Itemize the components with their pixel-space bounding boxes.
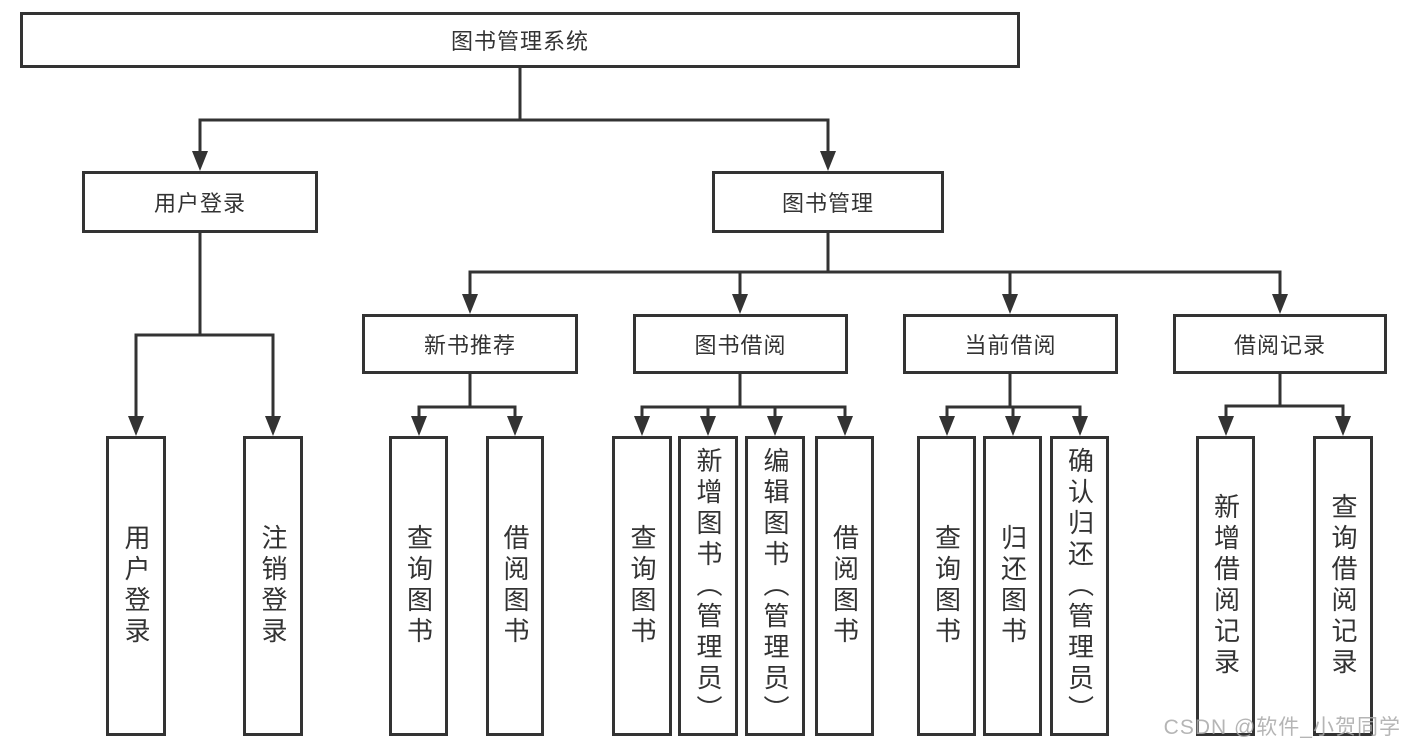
leaf-add-borrow-record: 新增借阅记录 bbox=[1196, 436, 1255, 736]
node-label: 注销登录 bbox=[258, 524, 288, 648]
node-current-borrow: 当前借阅 bbox=[903, 314, 1118, 374]
node-label: 用户登录 bbox=[121, 524, 151, 648]
node-label: 确认归还（管理员） bbox=[1064, 446, 1095, 726]
node-label: 新增图书（管理员） bbox=[693, 446, 723, 726]
node-label: 归还图书 bbox=[997, 524, 1028, 648]
node-book-borrow: 图书借阅 bbox=[633, 314, 848, 374]
leaf-query-books-borrow: 查询图书 bbox=[612, 436, 672, 736]
node-label: 查询图书 bbox=[931, 524, 962, 648]
node-label: 查询图书 bbox=[403, 524, 434, 648]
node-root-book-management-system: 图书管理系统 bbox=[20, 12, 1020, 68]
node-borrow-records: 借阅记录 bbox=[1173, 314, 1387, 374]
node-user-login-branch: 用户登录 bbox=[82, 171, 318, 233]
leaf-user-login: 用户登录 bbox=[106, 436, 166, 736]
node-label: 新增借阅记录 bbox=[1210, 493, 1241, 679]
node-label: 图书管理系统 bbox=[450, 29, 589, 54]
node-label: 借阅图书 bbox=[829, 524, 860, 648]
node-label: 查询图书 bbox=[627, 524, 657, 648]
leaf-logout: 注销登录 bbox=[243, 436, 303, 736]
leaf-query-books-current: 查询图书 bbox=[917, 436, 976, 736]
node-book-management-branch: 图书管理 bbox=[712, 171, 944, 233]
leaf-query-books-recommend: 查询图书 bbox=[389, 436, 448, 736]
node-label: 借阅图书 bbox=[500, 524, 530, 648]
node-label: 图书管理 bbox=[781, 191, 874, 216]
leaf-borrow-books-recommend: 借阅图书 bbox=[486, 436, 544, 736]
leaf-confirm-return-admin: 确认归还（管理员） bbox=[1050, 436, 1109, 736]
leaf-add-books-admin: 新增图书（管理员） bbox=[678, 436, 738, 736]
node-label: 编辑图书（管理员） bbox=[760, 446, 790, 726]
leaf-edit-books-admin: 编辑图书（管理员） bbox=[745, 436, 805, 736]
node-label: 当前借阅 bbox=[964, 333, 1057, 358]
node-new-book-recommend: 新书推荐 bbox=[362, 314, 578, 374]
node-label: 借阅记录 bbox=[1233, 333, 1326, 358]
csdn-watermark: CSDN @软件_小贺同学 bbox=[1163, 716, 1401, 739]
node-label: 图书借阅 bbox=[694, 333, 787, 358]
leaf-borrow-books: 借阅图书 bbox=[815, 436, 874, 736]
node-label: 新书推荐 bbox=[423, 333, 516, 358]
leaf-query-borrow-record: 查询借阅记录 bbox=[1313, 436, 1373, 736]
node-label: 用户登录 bbox=[153, 191, 246, 216]
node-label: 查询借阅记录 bbox=[1328, 493, 1358, 679]
leaf-return-books: 归还图书 bbox=[983, 436, 1042, 736]
